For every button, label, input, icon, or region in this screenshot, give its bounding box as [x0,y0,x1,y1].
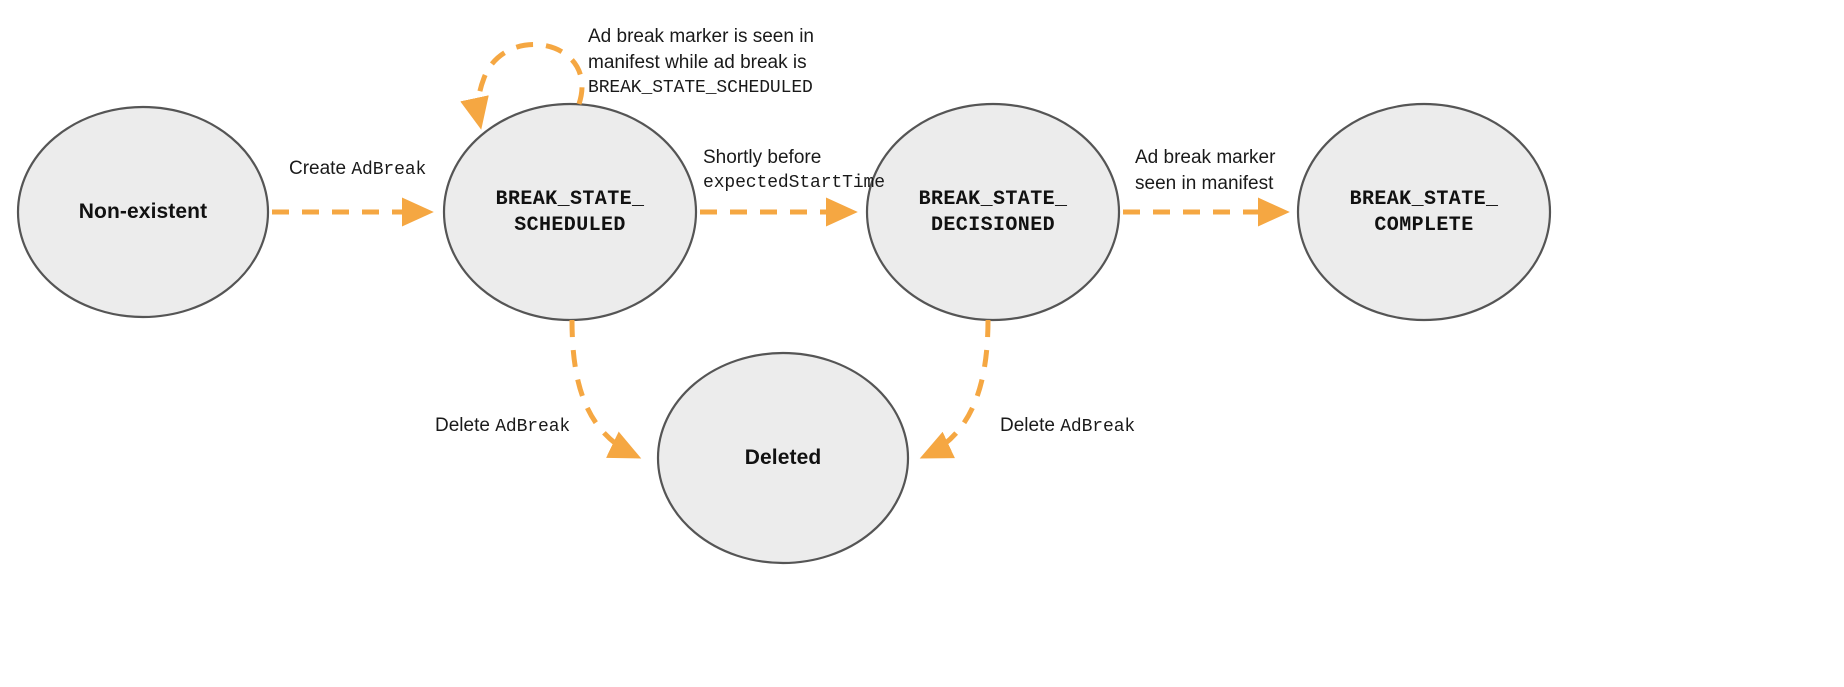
node-break-state-complete[interactable] [1296,102,1552,322]
edge-ad-break-marker-seen-while-scheduled[interactable] [460,42,585,130]
edge-delete-adbreak-from-decisioned[interactable] [919,319,991,459]
node-break-state-decisioned[interactable] [865,102,1121,322]
edge-delete-adbreak-from-scheduled[interactable] [569,319,642,459]
node-deleted[interactable] [656,351,910,565]
node-break-state-scheduled[interactable] [442,102,698,322]
node-non-existent[interactable] [16,105,270,319]
